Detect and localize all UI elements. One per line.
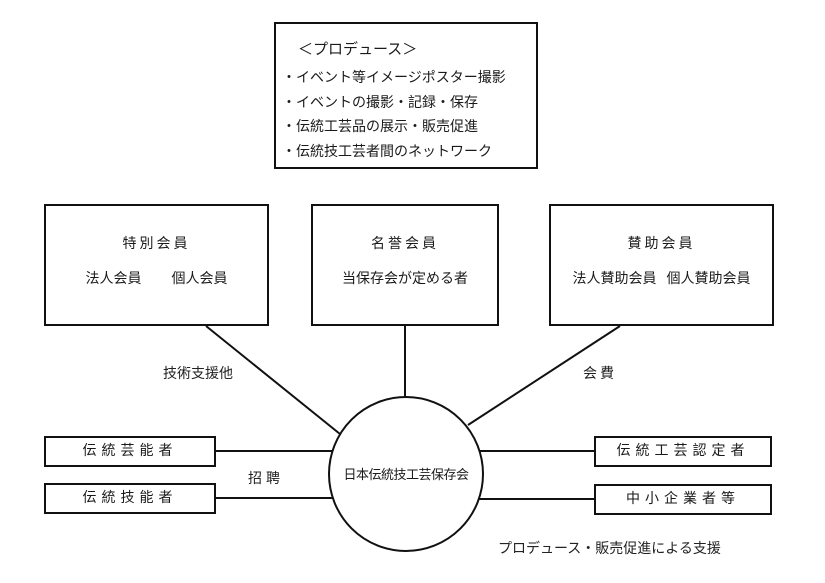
- produce-item: ・伝統技工芸者間のネットワーク: [282, 143, 492, 160]
- produce-item: ・イベント等イメージポスター撮影: [282, 70, 506, 86]
- produce-heading: ＜プロデュース＞: [298, 40, 418, 58]
- special-member-subtypes: 法人会員 個人会員: [46, 268, 267, 288]
- invitation-label: 招聘: [248, 471, 284, 487]
- special-member-title: 特別会員: [122, 236, 191, 252]
- tech-support-label: 技術支援他: [163, 366, 233, 382]
- line-support-to-center: [467, 325, 621, 426]
- honorary-member-subtypes: 当保存会が定める者: [313, 268, 497, 288]
- produce-support-label: プロデュース・販売促進による支援: [498, 541, 721, 557]
- corporate-member-label: 法人会員: [85, 271, 142, 287]
- produce-item: ・イベントの撮影・記録・保存: [282, 94, 478, 111]
- center-organization-circle: 日本伝統技工芸保存会: [328, 396, 484, 552]
- certified-craftsman-box: 伝統工芸認定者: [594, 436, 772, 467]
- traditional-craftsman-box: 伝統技能者: [44, 483, 216, 514]
- honorary-member-box: 名誉会員 当保存会が定める者: [311, 204, 499, 326]
- supporting-member-subtypes: 法人賛助会員個人賛助会員: [551, 268, 772, 288]
- special-member-box: 特別会員 法人会員 個人会員: [44, 204, 269, 326]
- sme-box: 中小企業者等: [594, 484, 772, 515]
- produce-box: ＜プロデュース＞ ・イベント等イメージポスター撮影 ・イベントの撮影・記録・保存…: [274, 22, 538, 169]
- produce-item: ・伝統工芸品の展示・販売促進: [282, 119, 478, 135]
- individual-supporting-member-label: 個人賛助会員: [666, 271, 751, 287]
- honorary-member-desc: 当保存会が定める者: [342, 271, 468, 287]
- membership-fee-label: 会費: [583, 366, 617, 382]
- line-special-to-center: [205, 325, 341, 435]
- honorary-member-title: 名誉会員: [371, 236, 439, 252]
- individual-member-label: 個人会員: [171, 271, 228, 287]
- supporting-member-box: 賛助会員 法人賛助会員個人賛助会員: [549, 204, 774, 326]
- supporting-member-title: 賛助会員: [627, 236, 696, 252]
- corporate-supporting-member-label: 法人賛助会員: [572, 271, 657, 287]
- center-organization-label: 日本伝統技工芸保存会: [343, 468, 469, 483]
- produce-list: ・イベント等イメージポスター撮影 ・イベントの撮影・記録・保存 ・伝統工芸品の展…: [282, 66, 506, 164]
- traditional-performer-box: 伝統芸能者: [44, 436, 216, 467]
